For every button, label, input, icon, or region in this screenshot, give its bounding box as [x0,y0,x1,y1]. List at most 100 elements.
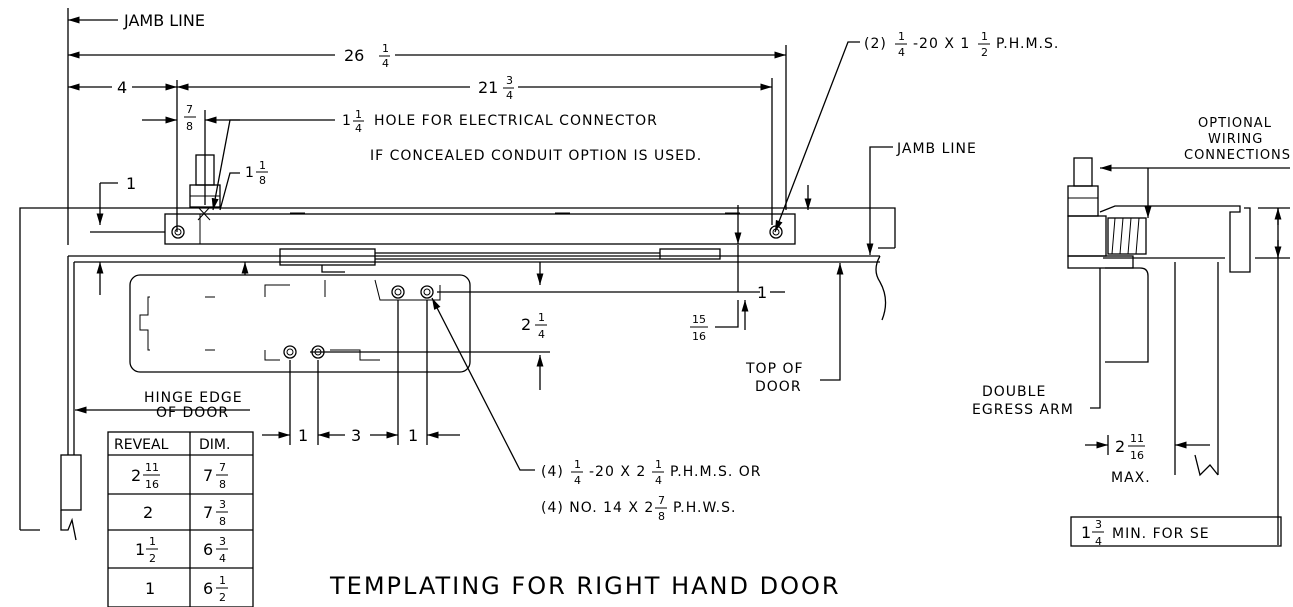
svg-text:4: 4 [506,89,513,102]
svg-text:IF CONCEALED CONDUIT OPTION IS: IF CONCEALED CONDUIT OPTION IS USED. [370,148,702,164]
svg-text:1: 1 [382,42,389,55]
drawing-title: TEMPLATING FOR RIGHT HAND DOOR [329,572,841,600]
dimension-1-left: 1 [90,174,165,295]
svg-text:16: 16 [692,330,706,343]
screws-bottom-note: (4) 1 4 -20 X 2 1 4 P.H.M.S. OR (4) NO. … [431,297,762,523]
svg-text:11: 11 [145,461,159,474]
svg-text:DOUBLE: DOUBLE [982,384,1046,400]
hole-note: 1 1 4 HOLE FOR ELECTRICAL CONNECTOR IF C… [211,108,702,211]
svg-text:4: 4 [219,552,226,565]
svg-text:P.H.M.S. OR: P.H.M.S. OR [670,464,762,480]
svg-text:8: 8 [186,120,193,133]
svg-text:6: 6 [203,579,213,598]
svg-text:2: 2 [521,315,531,334]
svg-text:1: 1 [538,311,545,324]
svg-text:1: 1 [757,283,767,302]
svg-text:1: 1 [259,159,266,172]
svg-text:1: 1 [574,458,581,471]
svg-text:7: 7 [203,466,213,485]
hinge-edge-label: HINGE EDGE OF DOOR [75,390,250,421]
svg-text:8: 8 [219,478,226,491]
svg-text:3: 3 [351,426,361,445]
svg-text:4: 4 [382,57,389,70]
svg-text:1: 1 [219,574,226,587]
spacing-dimensions: 1 3 1 [262,300,460,445]
svg-text:11: 11 [1130,432,1144,445]
screw-head-plate-1 [391,285,405,299]
svg-text:1: 1 [898,30,905,43]
screws-top-note: (2) 1 4 -20 X 1 1 2 P.H.M.S. [774,30,1059,233]
svg-text:MIN. FOR SE: MIN. FOR SE [1112,526,1210,542]
svg-text:JAMB LINE: JAMB LINE [896,141,977,157]
svg-text:1: 1 [149,535,156,548]
svg-text:HOLE FOR ELECTRICAL CONNECTOR: HOLE FOR ELECTRICAL CONNECTOR [374,113,658,129]
svg-text:4: 4 [898,46,905,59]
svg-text:4: 4 [655,474,662,487]
svg-text:2: 2 [149,552,156,565]
mounting-plate [129,274,471,373]
svg-text:OF DOOR: OF DOOR [156,405,229,421]
svg-text:WIRING: WIRING [1208,132,1263,147]
svg-text:P.H.M.S.: P.H.M.S. [996,36,1059,52]
svg-text:16: 16 [1130,449,1144,462]
screw-head-plate-3 [283,345,297,359]
svg-text:1: 1 [981,30,988,43]
dimension-4: 4 [68,78,178,232]
table-header-dim: DIM. [199,437,230,453]
side-view: OPTIONAL WIRING CONNECTIONS DOUBLE EGRES… [972,116,1291,548]
screw-head-top-left [171,225,185,239]
svg-text:4: 4 [574,474,581,487]
svg-text:2: 2 [131,466,141,485]
svg-text:7: 7 [186,103,193,116]
svg-text:-20 X 1: -20 X 1 [913,36,970,52]
top-of-door-label: TOP OF DOOR [745,263,844,395]
svg-text:4: 4 [117,78,127,97]
svg-text:(4): (4) [541,464,564,480]
svg-text:OPTIONAL: OPTIONAL [1198,116,1272,131]
dimension-15-16: 15 16 [690,300,739,343]
svg-text:8: 8 [219,515,226,528]
svg-text:DOOR: DOOR [755,379,802,395]
svg-text:3: 3 [1095,518,1102,531]
dimension-1-1-8: 1 1 8 [219,159,268,211]
svg-text:1: 1 [655,458,662,471]
svg-text:MAX.: MAX. [1111,470,1151,486]
svg-text:P.H.W.S.: P.H.W.S. [673,500,736,516]
dimension-2-1-4: 2 1 4 [241,262,550,390]
svg-text:(2): (2) [864,36,887,52]
svg-text:JAMB LINE: JAMB LINE [123,11,205,30]
svg-text:TOP OF: TOP OF [745,361,804,377]
svg-text:1: 1 [408,426,418,445]
svg-text:1: 1 [355,108,362,121]
svg-text:7: 7 [219,461,226,474]
svg-text:2: 2 [219,591,226,604]
svg-text:CONNECTIONS: CONNECTIONS [1184,148,1291,163]
svg-text:1: 1 [298,426,308,445]
svg-text:-20 X 2: -20 X 2 [589,464,646,480]
svg-text:1: 1 [245,165,254,181]
svg-text:4: 4 [538,328,545,341]
svg-text:3: 3 [506,74,513,87]
svg-text:EGRESS ARM: EGRESS ARM [972,402,1074,418]
screw-head-plate-2 [420,285,434,299]
svg-text:3: 3 [219,498,226,511]
screw-head-top-right [769,225,783,239]
table-header-reveal: REVEAL [114,437,169,453]
jamb-line-top: JAMB LINE [67,8,205,245]
svg-text:26: 26 [344,46,364,65]
frame [19,207,896,541]
svg-text:1: 1 [135,540,145,559]
screw-heads [171,225,783,359]
dimension-21-3-4: 21 3 4 [177,74,773,225]
dimension-1-right: 1 [437,205,785,330]
svg-text:2: 2 [143,503,153,522]
svg-text:6: 6 [203,540,213,559]
svg-text:1: 1 [1081,523,1091,542]
svg-text:1: 1 [342,113,351,129]
svg-text:3: 3 [219,535,226,548]
svg-text:4: 4 [1095,535,1102,548]
svg-text:4: 4 [355,122,362,135]
svg-text:16: 16 [145,478,159,491]
